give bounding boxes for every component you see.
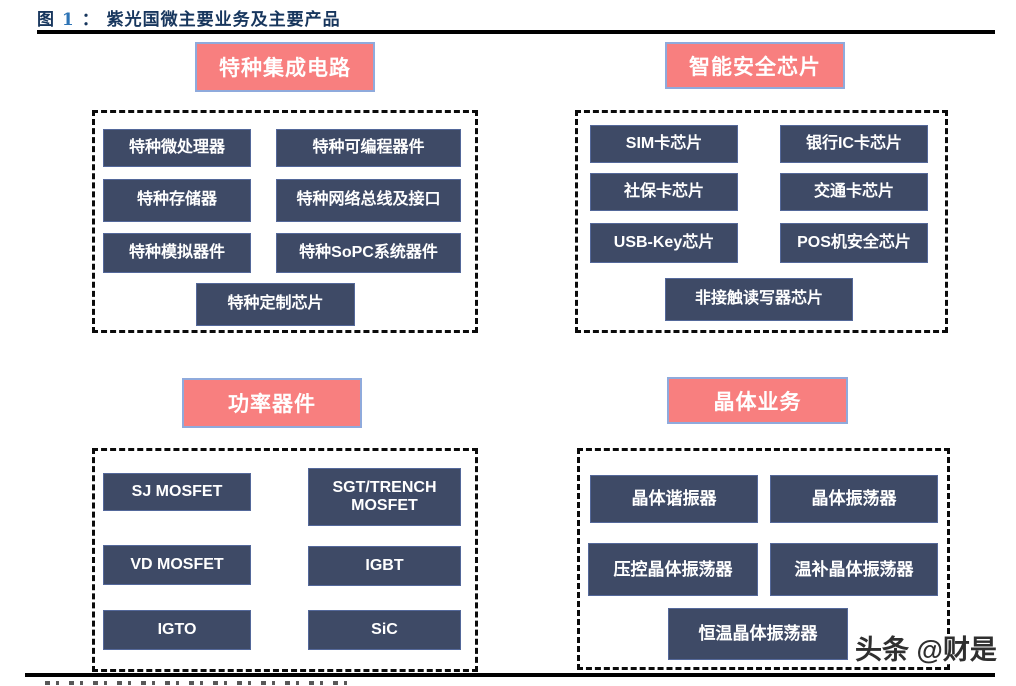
- product-box: 特种存储器: [103, 179, 251, 222]
- header-power-devices: 功率器件: [182, 378, 362, 428]
- product-box: 压控晶体振荡器: [588, 543, 758, 596]
- bottom-rule: [25, 673, 995, 677]
- figure-title-text: 紫光国微主要业务及主要产品: [106, 10, 341, 30]
- product-box: USB-Key芯片: [590, 223, 738, 263]
- product-box: 特种可编程器件: [276, 129, 461, 167]
- group-power-devices: SJ MOSFET SGT/TRENCH MOSFET VD MOSFET IG…: [92, 448, 478, 672]
- figure-title: 图 1 ： 紫光国微主要业务及主要产品: [37, 5, 341, 30]
- product-box: SiC: [308, 610, 461, 650]
- product-box: 交通卡芯片: [780, 173, 928, 211]
- product-box: 特种定制芯片: [196, 283, 355, 326]
- product-box: 特种模拟器件: [103, 233, 251, 273]
- product-box: 晶体振荡器: [770, 475, 938, 523]
- product-box: 社保卡芯片: [590, 173, 738, 211]
- figure-label-colon: ：: [81, 10, 100, 30]
- product-box: SJ MOSFET: [103, 473, 251, 511]
- product-box: 银行IC卡芯片: [780, 125, 928, 163]
- product-box: 特种SoPC系统器件: [276, 233, 461, 273]
- header-smart-security-chips: 智能安全芯片: [665, 42, 845, 89]
- product-box: SGT/TRENCH MOSFET: [308, 468, 461, 526]
- product-box: SIM卡芯片: [590, 125, 738, 163]
- product-box: IGTO: [103, 610, 251, 650]
- product-box: 非接触读写器芯片: [665, 278, 853, 321]
- group-crystal-business: 晶体谐振器 晶体振荡器 压控晶体振荡器 温补晶体振荡器 恒温晶体振荡器: [577, 448, 950, 670]
- group-special-integrated-circuits: 特种微处理器 特种可编程器件 特种存储器 特种网络总线及接口 特种模拟器件 特种…: [92, 110, 478, 333]
- header-special-integrated-circuits: 特种集成电路: [195, 42, 375, 92]
- header-crystal-business: 晶体业务: [667, 377, 848, 424]
- product-box: 特种微处理器: [103, 129, 251, 167]
- product-box: VD MOSFET: [103, 545, 251, 585]
- product-box: 温补晶体振荡器: [770, 543, 938, 596]
- product-box: 恒温晶体振荡器: [668, 608, 848, 660]
- product-box: IGBT: [308, 546, 461, 586]
- top-rule: [37, 30, 995, 34]
- figure-label-number: 1: [61, 10, 75, 30]
- product-box: POS机安全芯片: [780, 223, 928, 263]
- product-box: 晶体谐振器: [590, 475, 758, 523]
- figure-label-prefix: 图: [37, 10, 55, 30]
- clipped-source-line: [45, 681, 355, 685]
- watermark: 头条 @财是: [855, 635, 997, 665]
- product-box: 特种网络总线及接口: [276, 179, 461, 222]
- group-smart-security-chips: SIM卡芯片 银行IC卡芯片 社保卡芯片 交通卡芯片 USB-Key芯片 POS…: [575, 110, 948, 333]
